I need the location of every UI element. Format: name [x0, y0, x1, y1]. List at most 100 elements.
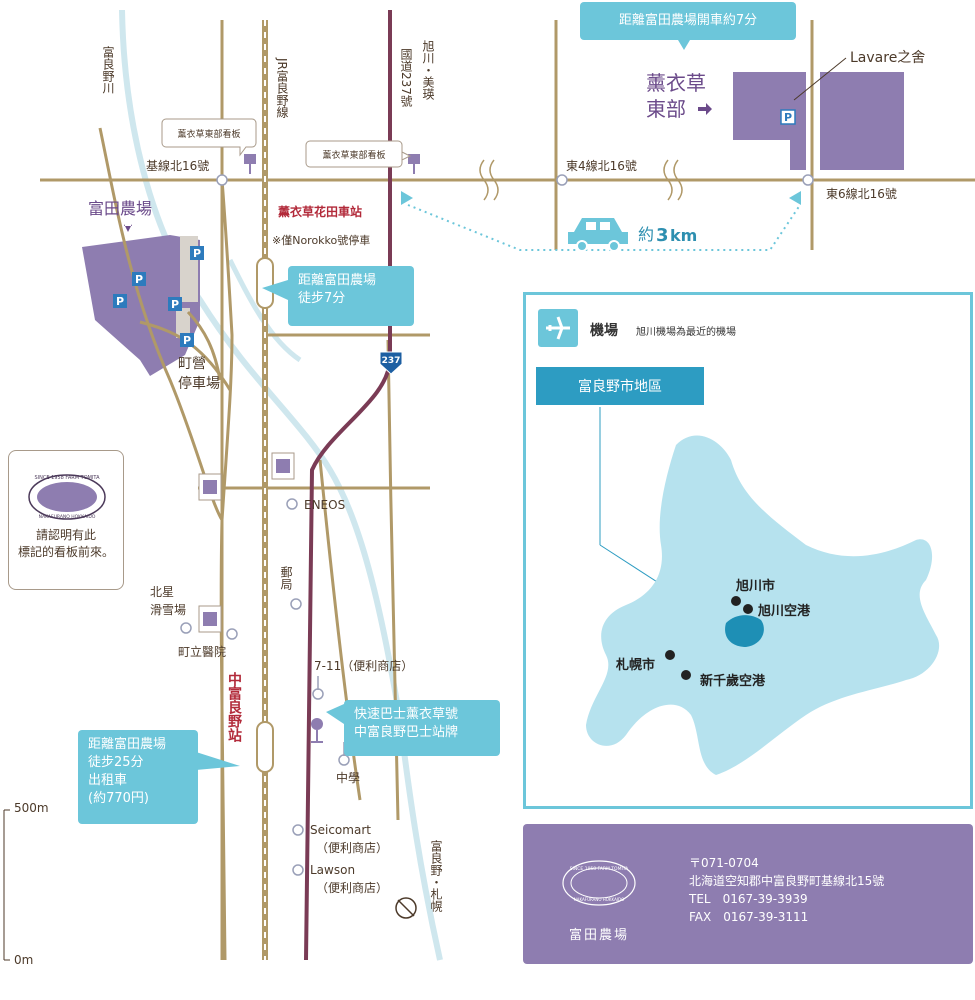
bus-stop-callout: 快速巴士薰衣草號 中富良野巴士站牌 [344, 700, 500, 756]
walk-hanabatake-line2: 徒步7分 [298, 291, 346, 306]
route237-label: 國道237號 [399, 48, 413, 107]
svg-text:約: 約 [638, 225, 654, 244]
sign-label-b: 薰衣草東部看板 [322, 149, 385, 161]
airplane-icon [546, 316, 570, 340]
svg-text:P: P [193, 247, 201, 260]
lavender-east-label-1: 薰衣草 [646, 71, 706, 95]
eneos-label: ENEOS [304, 498, 345, 512]
new-chitose-label: 新千歲空港 [700, 673, 766, 689]
north-dir-label: 旭川・美瑛 [421, 40, 435, 100]
svg-text:SINCE 1958 FARM TOMITA: SINCE 1958 FARM TOMITA [34, 475, 100, 481]
town-parking-label-2: 停車場 [178, 375, 220, 392]
walk-naka-line2: 徒步25分 [88, 755, 144, 770]
lavare-label: Lavare之舍 [850, 50, 925, 66]
lawson-label-1: Lawson [310, 863, 355, 877]
farm-logo-seal: SINCE 1958 FARM TOMITA NAKAFURANO HOKKAI… [28, 474, 106, 520]
south-dir-label: 富良野・札幌 [429, 839, 443, 913]
notice-line2: 標記的看板前來。 [17, 545, 114, 559]
hokusei-ski-label-2: 滑雪場 [150, 603, 186, 617]
distance-dotted-line [407, 204, 801, 251]
river-west-branch [227, 258, 302, 363]
walk-hanabatake-line1: 距離富田農場 [298, 273, 377, 288]
postal-code: 〒071-0704 [689, 856, 759, 870]
sign-label-a: 薰衣草東部看板 [177, 128, 240, 140]
svg-text:SINCE 1958 FARM TOMITA: SINCE 1958 FARM TOMITA [570, 866, 629, 872]
town-parking-label-1: 町營 [178, 356, 206, 372]
svg-text:P: P [171, 298, 179, 311]
farm-address-block: 〒071-0704 北海道空知郡中富良野町基線北15號 TEL 0167-39-… [689, 854, 884, 926]
hanabatake-station-mark [256, 257, 274, 309]
naka-furano-station-label: 中富良野站 [226, 671, 242, 743]
norokko-note: ※僅Norokko號停車 [272, 233, 370, 247]
car-icon [568, 218, 628, 252]
hokkaido-inset-map: 機場 旭川機場為最近的機場 富良野市地區 旭川市 旭川空港 札幌市 新千歲空港 [523, 292, 973, 809]
furano-river-label: 富良野川 [101, 45, 115, 94]
hanabatake-station-label: 薰衣草花田車站 [278, 204, 362, 219]
drive-time-callout: 距離富田農場開車約7分 [580, 2, 796, 40]
drive-time-text: 距離富田農場開車約7分 [618, 13, 758, 28]
higashi4-label: 東4線北16號 [566, 158, 637, 173]
sign-posts [244, 154, 420, 174]
break-marks [479, 159, 683, 201]
junior-high-label: 中學 [336, 770, 360, 785]
arrow-right-icon [698, 103, 712, 115]
svg-text:P: P [135, 273, 143, 286]
furano-region [725, 615, 764, 647]
furano-river-path [119, 9, 443, 961]
svg-text:P: P [784, 111, 792, 124]
seicomart-label-2: （便利商店） [316, 840, 388, 855]
svg-text:P: P [116, 295, 124, 308]
scale-bottom-label: 0m [14, 953, 33, 967]
jr-line-label: JR富良野線 [275, 57, 289, 118]
svg-text:3: 3 [656, 225, 669, 246]
svg-text:NAKAFURANO HOKKAIDO: NAKAFURANO HOKKAIDO [39, 514, 96, 520]
asahikawa-airport-label: 旭川空港 [757, 603, 811, 619]
farm-info-panel: SINCE 1958 FARM TOMITA NAKAFURANO HOKKAI… [523, 824, 973, 964]
bus-stop-icon [311, 718, 323, 743]
sign-notice-box: SINCE 1958 FARM TOMITA NAKAFURANO HOKKAI… [8, 450, 124, 590]
address-text: 北海道空知郡中富良野町基線北15號 [689, 874, 885, 888]
seven-eleven-label: 7-11（便利商店） [314, 658, 413, 673]
arrow-down-icon [124, 224, 132, 232]
walk-naka-line3: 出租車 [88, 773, 128, 788]
parking-icons: P P P P P P [113, 109, 796, 347]
fax-text: FAX 0167-39-3111 [689, 910, 809, 924]
region-label-box [536, 367, 704, 405]
lavender-east-area [733, 72, 806, 170]
sign-bubbles [161, 118, 412, 168]
post-office-label: 郵局 [279, 566, 293, 591]
hokkaido-island [586, 435, 940, 775]
tomita-farm-label: 富田農場 [88, 199, 152, 218]
walk-from-hanabatake-callout: 距離富田農場 徒步7分 [288, 266, 414, 326]
naka-furano-station-mark [256, 721, 274, 773]
seicomart-label-1: Seicomart [310, 823, 371, 837]
asahikawa-city-label: 旭川市 [735, 578, 775, 594]
scale-bar [3, 809, 10, 961]
svg-text:km: km [670, 226, 697, 245]
farm-name: 富田農場 [568, 928, 629, 943]
walk-naka-line1: 距離富田農場 [88, 737, 167, 752]
bus-stop-line1: 快速巴士薰衣草號 [354, 707, 459, 722]
region-label: 富良野市地區 [578, 378, 662, 395]
farm-logo-seal-white: SINCE 1958 FARM TOMITA NAKAFURANO HOKKAI… [562, 860, 636, 906]
svg-text:P: P [183, 334, 191, 347]
inset-svg: 機場 旭川機場為最近的機場 富良野市地區 旭川市 旭川空港 札幌市 新千歲空港 [536, 309, 940, 775]
route-237-badge: 237 [379, 351, 403, 375]
lavender-east-label-2: 東部 [646, 97, 686, 121]
walk-from-naka-callout: 距離富田農場 徒步25分 出租車 (約770円) [78, 730, 198, 824]
svg-text:237: 237 [382, 356, 401, 366]
sapporo-label: 札幌市 [615, 657, 655, 673]
lavare-building [820, 72, 904, 170]
lawson-label-2: （便利商店） [316, 880, 388, 895]
airport-title: 機場 [590, 322, 618, 339]
tel-text: TEL 0167-39-3939 [689, 892, 808, 906]
compass-icon [395, 897, 417, 919]
hokusei-ski-label-1: 北星 [150, 585, 174, 599]
airport-note: 旭川機場為最近的機場 [636, 325, 736, 338]
notice-line1: 請認明有此 [35, 528, 96, 542]
kisen-road-label: 基線北16號 [146, 158, 209, 173]
svg-text:NAKAFURANO HOKKAIDO: NAKAFURANO HOKKAIDO [574, 897, 625, 902]
poi-markers [180, 498, 350, 876]
scale-top-label: 500m [14, 801, 49, 815]
